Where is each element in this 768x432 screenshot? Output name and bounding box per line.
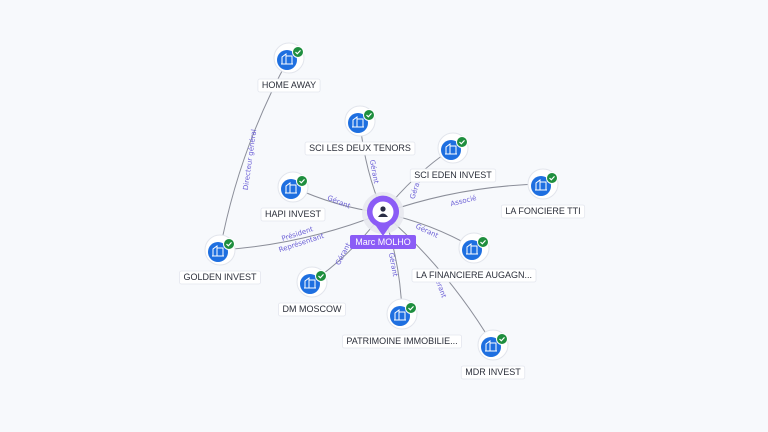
node-circle [281,179,301,199]
node-dm-moscow[interactable]: DM MOSCOW [278,266,346,317]
verified-check-icon [296,175,308,187]
building-icon [466,243,478,255]
node-mdr-invest[interactable]: MDR INVEST [460,329,526,380]
svg-text:LA FONCIERE TTI: LA FONCIERE TTI [505,206,580,216]
building-icon [445,143,457,155]
node-circle [277,50,297,70]
node-circle [481,337,501,357]
node-sci-eden-invest[interactable]: SCI EDEN INVEST [409,132,497,183]
verified-check-icon [546,172,558,184]
verified-check-icon [496,333,508,345]
node-circle [208,242,228,262]
edge-label: Gérant [387,252,399,277]
svg-text:SCI EDEN INVEST: SCI EDEN INVEST [414,170,492,180]
node-circle [390,306,410,326]
node-label: GOLDEN INVEST [179,270,261,285]
node-circle [300,274,320,294]
nodes-layer: HOME AWAY SCI LES DEUX TENORS SCI EDEN INV… [179,42,586,380]
edge-label: Associé [450,194,478,208]
node-circle [462,240,482,260]
building-icon [285,182,297,194]
node-circle [348,113,368,133]
building-icon [281,53,293,65]
building-icon [535,179,547,191]
building-icon [212,245,224,257]
center-label: Marc MOLHO [350,235,416,249]
node-sci-deux-tenors[interactable]: SCI LES DEUX TENORS [304,105,416,156]
building-icon [485,340,497,352]
svg-text:MDR INVEST: MDR INVEST [465,367,521,377]
node-label: HAPI INVEST [260,207,326,222]
building-icon [352,116,364,128]
node-label: LA FONCIERE TTI [500,204,586,219]
node-label: SCI EDEN INVEST [409,168,497,183]
svg-text:DM MOSCOW: DM MOSCOW [283,304,342,314]
person-icon [378,206,388,217]
svg-text:LA FINANCIERE AUGAGN...: LA FINANCIERE AUGAGN... [416,270,532,280]
verified-check-icon [315,270,327,282]
center-node[interactable]: Marc MOLHO [350,192,416,249]
svg-text:Marc MOLHO: Marc MOLHO [355,237,411,247]
svg-text:SCI LES DEUX TENORS: SCI LES DEUX TENORS [309,143,411,153]
building-icon [304,277,316,289]
node-label: PATRIMOINE IMMOBILIE... [342,334,462,349]
edge-label: Gérant [368,159,380,184]
verified-check-icon [477,236,489,248]
verified-check-icon [292,46,304,58]
node-hapi-invest[interactable]: HAPI INVEST [260,171,326,222]
node-label: MDR INVEST [460,365,526,380]
verified-check-icon [223,238,235,250]
node-golden-invest[interactable]: GOLDEN INVEST [179,234,261,285]
svg-text:HAPI INVEST: HAPI INVEST [265,209,322,219]
node-la-financiere-augagn[interactable]: LA FINANCIERE AUGAGN... [411,232,537,283]
edge-label: Gérant [326,194,352,211]
node-label: DM MOSCOW [278,302,346,317]
verified-check-icon [456,136,468,148]
building-icon [394,309,406,321]
node-label: HOME AWAY [257,78,321,93]
node-home-away[interactable]: HOME AWAY [257,42,321,93]
svg-text:PATRIMOINE IMMOBILIE...: PATRIMOINE IMMOBILIE... [346,336,457,346]
svg-text:GOLDEN INVEST: GOLDEN INVEST [183,272,257,282]
node-circle [441,140,461,160]
node-label: LA FINANCIERE AUGAGN... [411,268,537,283]
edge-label: Gérant [414,222,439,240]
svg-text:HOME AWAY: HOME AWAY [262,80,316,90]
verified-check-icon [363,109,375,121]
node-la-fonciere-tti[interactable]: LA FONCIERE TTI [500,168,586,219]
center-inner [372,201,394,223]
node-label: SCI LES DEUX TENORS [304,141,416,156]
node-patrimoine-immobilie[interactable]: PATRIMOINE IMMOBILIE... [342,298,462,349]
edge-label: Gérant [334,241,352,266]
verified-check-icon [405,302,417,314]
node-circle [531,176,551,196]
